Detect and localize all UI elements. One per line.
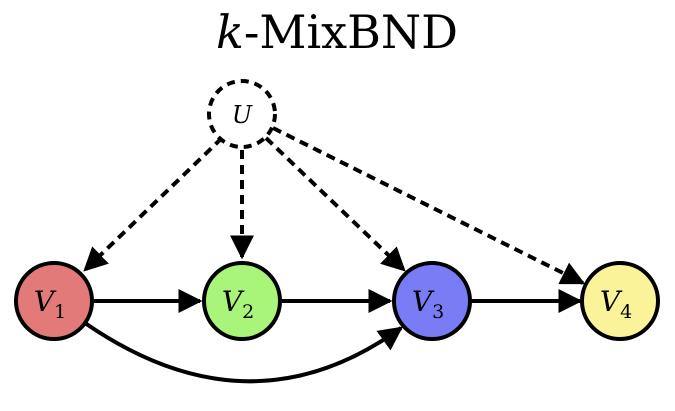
node-v4-sub: 4	[620, 301, 632, 323]
node-v3-letter: V	[412, 285, 435, 318]
node-u-circle	[207, 79, 277, 149]
node-v1-label: V1	[34, 285, 66, 323]
node-v1-circle	[14, 261, 94, 341]
node-v3-label: V3	[412, 285, 444, 323]
edge-u-v1	[83, 136, 224, 272]
node-v3-circle	[392, 261, 472, 341]
edge-u-v4	[272, 126, 586, 285]
edge-u-v3	[264, 136, 406, 272]
node-v4-circle	[580, 261, 660, 341]
title-prefix: k	[216, 5, 244, 59]
node-v4: V4	[580, 261, 660, 341]
edge-v1-v3-curved	[83, 321, 403, 384]
node-v2-letter: V	[222, 285, 245, 318]
node-v2: V2	[202, 261, 282, 341]
diagram-title: k-MixBND	[216, 5, 458, 59]
node-v4-letter: V	[600, 285, 623, 318]
title-suffix: -MixBND	[244, 5, 458, 59]
node-v1-sub: 1	[54, 301, 66, 323]
node-v2-sub: 2	[242, 301, 254, 323]
node-v2-circle	[202, 261, 282, 341]
node-v4-label: V4	[600, 285, 632, 323]
node-v3-sub: 3	[432, 301, 444, 323]
node-v2-label: V2	[222, 285, 254, 323]
node-u-label: U	[232, 101, 253, 129]
node-u: U	[207, 79, 277, 149]
node-v3: V3	[392, 261, 472, 341]
node-v1-letter: V	[34, 285, 57, 318]
node-v1: V1	[14, 261, 94, 341]
